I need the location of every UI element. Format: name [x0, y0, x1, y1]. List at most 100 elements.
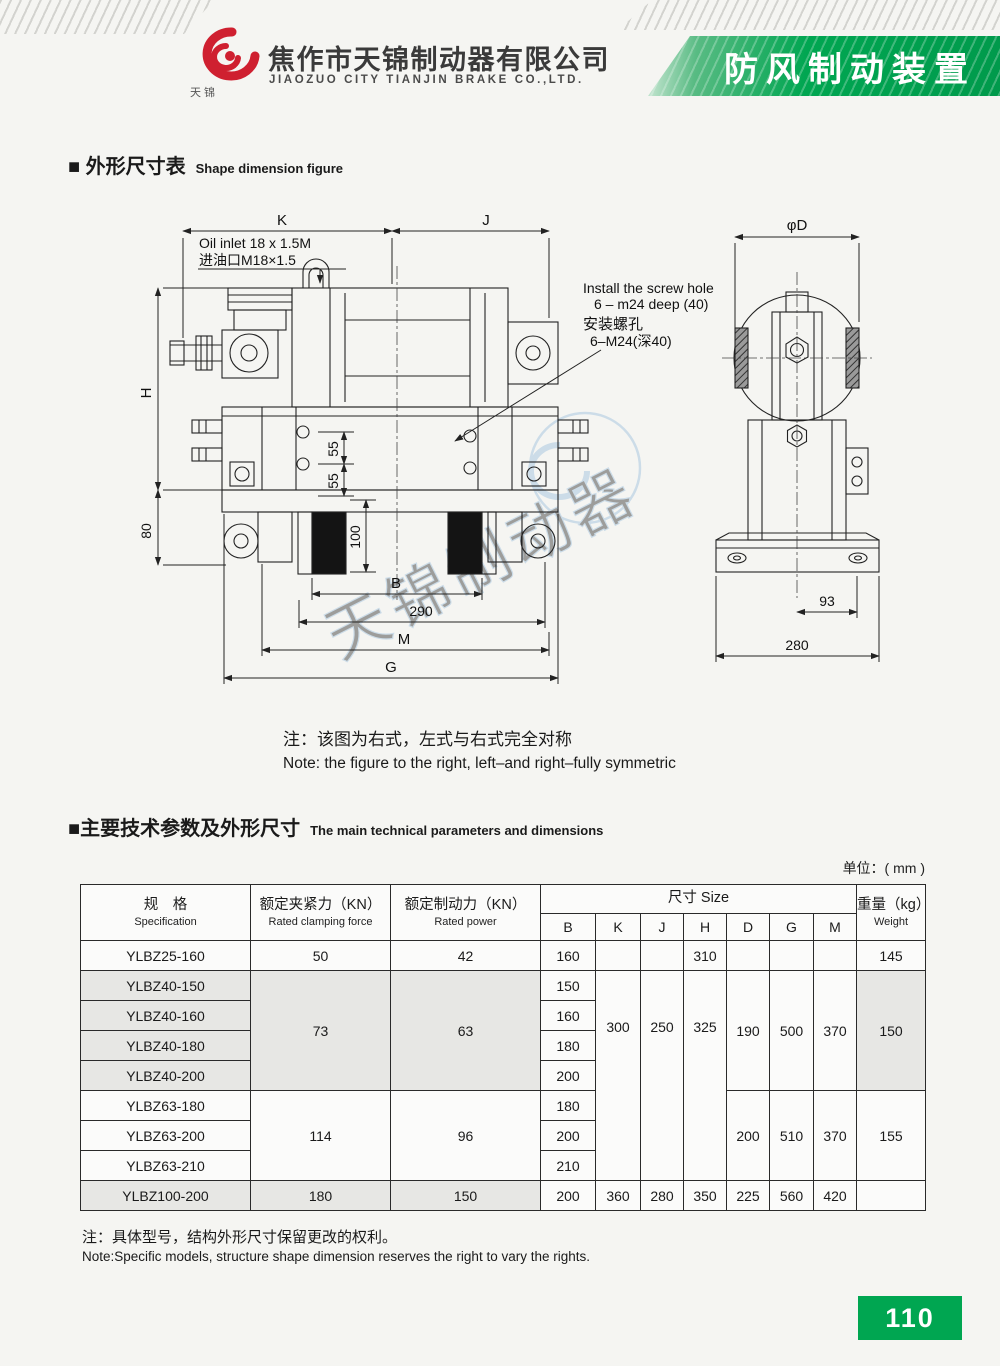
size-b-cell: 180 — [540, 1030, 596, 1061]
page-number: 110 — [885, 1302, 935, 1333]
drawing-annotations: Oil inlet 18 x 1.5M 进油口M18×1.5 Install t… — [199, 235, 714, 349]
size-k-cell: 360 — [595, 1180, 641, 1211]
size-g-cell: 560 — [769, 1180, 814, 1211]
size-d-cell: 225 — [726, 1180, 770, 1211]
table-row: YLBZ40-180 180 — [80, 1030, 926, 1061]
header-size-G: G — [769, 913, 814, 941]
dim-phiD-label: φD — [787, 217, 808, 234]
logo-caption: 天锦 — [190, 87, 218, 99]
size-h-cell: 325 — [683, 970, 727, 1181]
power-cell: 96 — [390, 1090, 541, 1181]
header-size-J: J — [640, 913, 684, 941]
size-h-cell: 310 — [683, 940, 727, 971]
oil-inlet-label-en: Oil inlet 18 x 1.5M — [199, 235, 311, 251]
size-h-cell: 350 — [683, 1180, 727, 1211]
dim-280-label: 280 — [785, 637, 809, 653]
dim-55b-label: 55 — [325, 473, 341, 489]
footer-note-en: Note:Specific models, structure shape di… — [82, 1249, 590, 1264]
size-j-cell: 280 — [640, 1180, 684, 1211]
technical-drawing: 天锦制动器 — [138, 212, 880, 684]
screw-hole-label-cn1: 安装螺孔 — [583, 316, 643, 333]
clamp-cell: 50 — [250, 940, 391, 971]
size-m-cell: 370 — [812, 970, 858, 1091]
drawing-note: 注：该图为右式，左式与右式完全对称 Note: the figure to th… — [283, 728, 676, 775]
size-j-cell — [640, 940, 684, 971]
footer-note-cn: 注：具体型号，结构外形尺寸保留更改的权利。 — [82, 1229, 398, 1246]
spec-cell: YLBZ40-160 — [80, 1000, 251, 1031]
company-name-cn: 焦作市天锦制动器有限公司 — [268, 45, 610, 75]
size-b-cell: 160 — [540, 1000, 596, 1031]
front-view — [169, 258, 589, 575]
dim-80-label: 80 — [138, 523, 154, 539]
spec-cell: YLBZ63-180 — [80, 1090, 251, 1121]
header-size-B: B — [540, 913, 596, 941]
section1-title-en: Shape dimension figure — [195, 161, 343, 176]
header-rated-power: 额定制动力（KN）Rated power — [390, 884, 541, 941]
spec-cell: YLBZ63-200 — [80, 1120, 251, 1151]
section2-title-en: The main technical parameters and dimens… — [310, 823, 604, 838]
screw-hole-label-cn2: 6–M24(深40) — [590, 333, 672, 349]
section-shape-dimension-heading: ■ 外形尺寸表 Shape dimension figure — [68, 150, 343, 179]
size-b-cell: 160 — [540, 940, 596, 971]
dimension-lines — [154, 227, 880, 684]
header-clamping-force: 额定夹紧力（KN）Rated clamping force — [250, 884, 391, 941]
drawing-note-cn: 注：该图为右式，左式与右式完全对称 — [283, 730, 572, 749]
spec-cell: YLBZ40-200 — [80, 1060, 251, 1091]
weight-cell: 145 — [856, 940, 927, 971]
table-row: YLBZ63-200 200 — [80, 1120, 926, 1151]
size-g-cell — [769, 940, 814, 971]
section1-title-cn: ■ 外形尺寸表 — [68, 156, 186, 178]
size-j-cell: 250 — [640, 970, 684, 1181]
dim-100-label: 100 — [347, 525, 363, 549]
header-weight: 重量（kg）Weight — [856, 884, 927, 941]
size-b-cell: 210 — [540, 1150, 596, 1181]
dim-290-label: 290 — [409, 603, 433, 619]
screw-hole-label-en2: 6 – m24 deep (40) — [594, 296, 708, 312]
weight-cell: 150 — [856, 970, 927, 1091]
top-right-stripes — [618, 0, 1000, 30]
dim-J-label: J — [482, 212, 490, 229]
table-row: YLBZ25-160 50 42 160 310 145 — [80, 940, 927, 971]
header-size-H: H — [683, 913, 727, 941]
drawing-note-en: Note: the figure to the right, left–and … — [283, 754, 676, 772]
page-number-badge: 110 — [858, 1296, 962, 1340]
section2-title-cn: ■主要技术参数及外形尺寸 — [68, 818, 301, 840]
table-row: YLBZ100-200 180 150 200 360 280 350 225 … — [80, 1180, 927, 1211]
dim-B-label: B — [391, 575, 401, 592]
size-b-cell: 200 — [540, 1060, 596, 1091]
banner-title: 防风制动装置 — [724, 50, 976, 89]
size-m-cell: 370 — [812, 1090, 858, 1181]
oil-inlet-label-cn: 进油口M18×1.5 — [199, 252, 296, 268]
dim-M-label: M — [398, 631, 411, 648]
table-row: YLBZ63-210 210 — [80, 1150, 926, 1181]
size-m-cell: 420 — [812, 1180, 858, 1211]
dimension-labels: K J φD H 80 55 55 100 B 290 M G 93 280 — [138, 212, 835, 676]
spec-cell: YLBZ40-150 — [80, 970, 251, 1001]
dim-93-label: 93 — [819, 593, 835, 609]
power-cell: 63 — [390, 970, 541, 1091]
dim-K-label: K — [277, 212, 287, 229]
size-d-cell — [726, 940, 770, 971]
spec-cell: YLBZ63-210 — [80, 1150, 251, 1181]
size-k-cell — [595, 940, 641, 971]
size-d-cell: 190 — [726, 970, 770, 1091]
size-g-cell: 500 — [769, 970, 814, 1091]
dim-55a-label: 55 — [325, 441, 341, 457]
table-row: YLBZ40-200 200 — [80, 1060, 926, 1091]
power-cell: 150 — [390, 1180, 541, 1211]
side-view — [715, 291, 880, 573]
size-d-cell: 200 — [726, 1090, 770, 1181]
header-size-K: K — [595, 913, 641, 941]
spec-cell: YLBZ40-180 — [80, 1030, 251, 1061]
size-b-cell: 200 — [540, 1120, 596, 1151]
company-logo-icon — [202, 27, 260, 81]
size-b-cell: 200 — [540, 1180, 596, 1211]
spec-cell: YLBZ100-200 — [80, 1180, 251, 1211]
table-row: YLBZ40-150 73 63 150 300 250 325 190 500… — [80, 970, 927, 1181]
power-cell: 42 — [390, 940, 541, 971]
clamp-cell: 73 — [250, 970, 391, 1091]
size-m-cell — [812, 940, 858, 971]
